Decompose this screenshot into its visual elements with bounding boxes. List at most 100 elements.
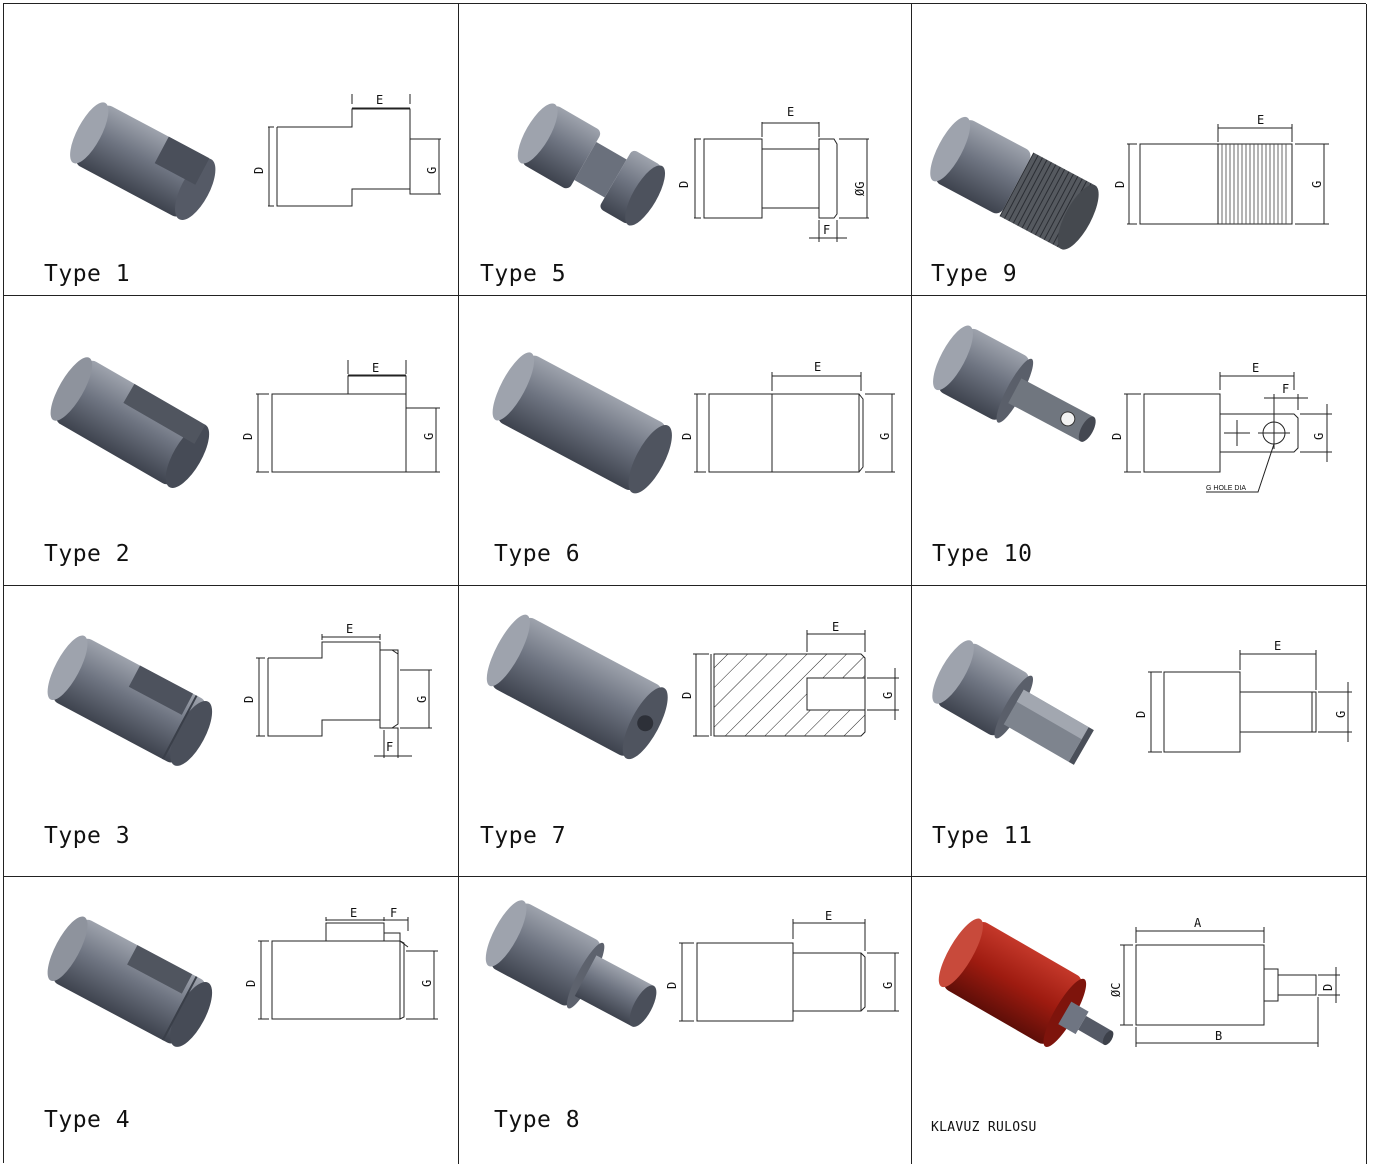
technical-drawing bbox=[1148, 650, 1352, 753]
technical-drawing bbox=[1124, 372, 1332, 493]
type-label: Type 2 bbox=[44, 541, 131, 567]
type-cell: E D ØG F Type 5 bbox=[459, 4, 912, 296]
guide-roller-icon bbox=[938, 918, 1114, 1048]
dim-e: E bbox=[825, 909, 832, 923]
type-label: Type 11 bbox=[932, 823, 1033, 849]
diagram: E D G bbox=[50, 357, 440, 488]
dim-e: E bbox=[346, 622, 353, 636]
dim-d: D bbox=[680, 433, 694, 440]
technical-drawing bbox=[256, 634, 432, 758]
dimension-lines bbox=[1127, 124, 1329, 225]
dim-d: D bbox=[680, 692, 694, 699]
type-cell: E D G Type 11 bbox=[912, 586, 1367, 877]
dim-f: F bbox=[386, 740, 393, 754]
shaft-thread-icon bbox=[930, 116, 1099, 250]
technical-drawing bbox=[258, 917, 438, 1020]
plain-cylinder-icon bbox=[492, 352, 672, 494]
dim-g: G bbox=[1310, 181, 1324, 188]
technical-drawing bbox=[679, 919, 899, 1022]
dim-d: D bbox=[1113, 181, 1127, 188]
dim-g: G bbox=[425, 167, 439, 174]
dim-e: E bbox=[814, 360, 821, 374]
dim-d: D bbox=[242, 696, 256, 703]
dim-b: B bbox=[1215, 1029, 1222, 1043]
dim-e: E bbox=[787, 105, 794, 119]
type-cell: E F D G Type 4 bbox=[4, 877, 459, 1164]
square-shank-icon bbox=[932, 640, 1094, 765]
dim-g: G bbox=[420, 980, 434, 987]
diagram: E D ØG F bbox=[517, 103, 869, 242]
technical-drawing bbox=[256, 360, 440, 473]
dim-g: G bbox=[1334, 711, 1348, 718]
diagram: E D G bbox=[485, 900, 899, 1027]
dim-d: D bbox=[677, 181, 691, 188]
dim-e: E bbox=[350, 906, 357, 920]
shaft-groove-icon bbox=[517, 103, 666, 226]
type-cell: E D G F Type 3 bbox=[4, 586, 459, 877]
type-label: Type 3 bbox=[44, 823, 131, 849]
dim-c: ØC bbox=[1109, 983, 1123, 997]
dim-d: D bbox=[1110, 433, 1124, 440]
dim-d: D bbox=[1134, 711, 1148, 718]
technical-drawing bbox=[693, 630, 899, 737]
diagram: E F D G G HOLE DIA bbox=[933, 325, 1332, 493]
dim-f: F bbox=[1282, 382, 1289, 396]
technical-drawing bbox=[1120, 927, 1340, 1047]
type-cell: E D G Type 9 bbox=[912, 4, 1367, 296]
dim-e: E bbox=[372, 361, 379, 375]
type-cell: E F D G G HOLE DIA Type 10 bbox=[912, 296, 1367, 586]
diagram: E D G F bbox=[47, 622, 432, 766]
diagram: E D G bbox=[486, 614, 899, 760]
dim-d: D bbox=[244, 980, 258, 987]
dim-d: D bbox=[1321, 984, 1335, 991]
dim-g: G bbox=[878, 433, 892, 440]
type-label: KLAVUZ RULOSU bbox=[931, 1120, 1037, 1135]
diagram: E D G bbox=[932, 639, 1352, 765]
dim-g: G bbox=[881, 692, 895, 699]
dim-e: E bbox=[1274, 639, 1281, 653]
type-label: Type 1 bbox=[44, 261, 131, 287]
technical-drawing bbox=[694, 372, 895, 473]
dim-f: F bbox=[823, 223, 830, 237]
stepped-shaft-icon bbox=[485, 900, 657, 1027]
dim-d: D bbox=[252, 167, 266, 174]
diagram: E D G bbox=[492, 352, 895, 494]
dim-e: E bbox=[376, 93, 383, 107]
type-label: Type 9 bbox=[931, 261, 1018, 287]
technical-drawing bbox=[694, 122, 869, 242]
diagram: E D G bbox=[930, 113, 1329, 250]
shaft-flat-icon bbox=[50, 357, 210, 488]
dim-d: D bbox=[665, 982, 679, 989]
shaft-flat-groove-icon bbox=[47, 916, 213, 1047]
shaft-slot-icon bbox=[70, 102, 216, 220]
technical-drawing bbox=[268, 94, 441, 207]
type-cell: E D G Type 2 bbox=[4, 296, 459, 586]
type-cell: E D G Type 1 bbox=[4, 4, 459, 296]
type-label: Type 10 bbox=[932, 541, 1033, 567]
dim-g: G bbox=[415, 696, 429, 703]
diagram: E F D G bbox=[47, 906, 438, 1047]
type-cell: E D G Type 6 bbox=[459, 296, 912, 586]
type-label: Type 6 bbox=[494, 541, 581, 567]
dim-d: D bbox=[241, 433, 255, 440]
type-label: Type 5 bbox=[480, 261, 567, 287]
type-cell: E D G Type 7 bbox=[459, 586, 912, 877]
shaft-slot-groove-icon bbox=[47, 635, 213, 766]
type-label: Type 7 bbox=[480, 823, 567, 849]
technical-drawing bbox=[1139, 143, 1293, 225]
dim-g: G bbox=[1312, 433, 1326, 440]
type-label: Type 8 bbox=[494, 1107, 581, 1133]
type-cell: A B ØC D KLAVUZ RULOSU bbox=[912, 877, 1367, 1164]
dim-a: A bbox=[1194, 916, 1202, 930]
dim-e: E bbox=[832, 620, 839, 634]
dim-f: F bbox=[390, 906, 397, 920]
dim-g: G bbox=[881, 982, 895, 989]
bored-cylinder-icon bbox=[486, 614, 668, 760]
thread-lines bbox=[1221, 144, 1287, 224]
type-grid: E D G Type 1 bbox=[3, 3, 1367, 1164]
dim-e: E bbox=[1252, 361, 1259, 375]
dim-e: E bbox=[1257, 113, 1264, 127]
diagram: E D G bbox=[70, 93, 441, 220]
dim-g: G bbox=[422, 433, 436, 440]
type-cell: E D G Type 8 bbox=[459, 877, 912, 1164]
